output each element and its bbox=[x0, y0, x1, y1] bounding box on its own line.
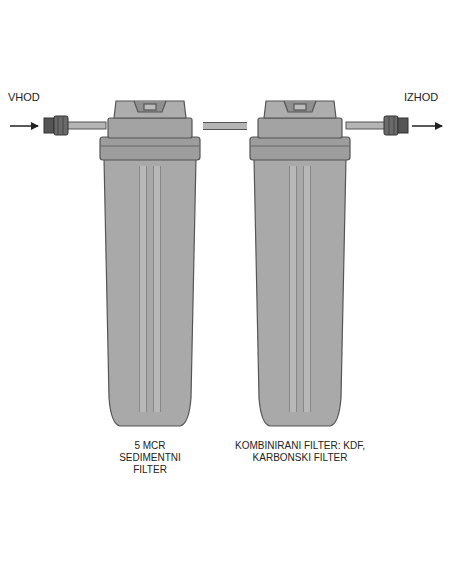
filter-caption: 5 MCR SEDIMENTNI FILTER bbox=[111, 440, 189, 476]
connecting-pipe bbox=[203, 126, 247, 127]
flow-arrow bbox=[10, 125, 38, 127]
flow-label: IZHOD bbox=[404, 91, 438, 103]
filter-housing bbox=[100, 101, 200, 426]
flow-arrow bbox=[412, 125, 442, 127]
flow-label: VHOD bbox=[8, 91, 40, 103]
outlet-pipe bbox=[346, 116, 408, 135]
filter-unit: KOMBINIRANI FILTER: KDF, KARBONSKI FILTE… bbox=[247, 95, 353, 485]
filter-caption: KOMBINIRANI FILTER: KDF, KARBONSKI FILTE… bbox=[230, 440, 370, 464]
filter-housing bbox=[250, 101, 350, 426]
inlet-pipe bbox=[44, 116, 106, 135]
filter-unit: 5 MCR SEDIMENTNI FILTER bbox=[97, 95, 203, 485]
